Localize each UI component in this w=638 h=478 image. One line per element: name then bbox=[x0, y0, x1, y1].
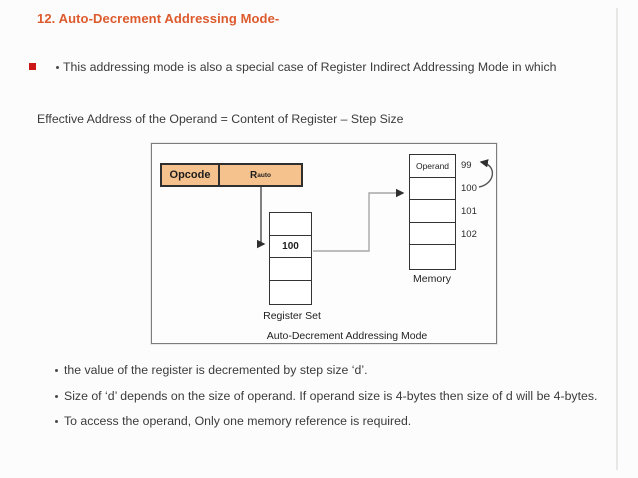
bullet-text: Size of ‘d’ depends on the size of opera… bbox=[64, 389, 598, 403]
arrow-register-to-memory bbox=[313, 188, 405, 252]
register-cell bbox=[270, 281, 311, 304]
memory-label: Memory bbox=[413, 273, 451, 285]
register-field-name: R bbox=[250, 169, 258, 181]
arrow-rauto-to-register bbox=[257, 187, 266, 249]
red-square-bullet-icon bbox=[29, 63, 36, 70]
memory-address-labels: 99 100 101 102 bbox=[461, 154, 495, 246]
intro-text: This addressing mode is also a special c… bbox=[63, 60, 557, 74]
page-title: 12. Auto-Decrement Addressing Mode- bbox=[37, 11, 280, 26]
memory-cell bbox=[410, 200, 455, 223]
memory-column: Operand bbox=[409, 154, 456, 270]
register-cell bbox=[270, 213, 311, 236]
bullet-text: the value of the register is decremented… bbox=[64, 363, 368, 377]
dot-bullet-icon bbox=[55, 395, 58, 398]
memory-cell-operand: Operand bbox=[410, 155, 455, 178]
diagram-caption: Auto-Decrement Addressing Mode bbox=[266, 330, 428, 342]
dot-bullet-icon bbox=[56, 66, 59, 69]
register-cell bbox=[270, 258, 311, 281]
effective-address-formula: Effective Address of the Operand = Conte… bbox=[37, 112, 404, 126]
address-label-100: 100 bbox=[461, 183, 477, 194]
register-cell-100: 100 bbox=[270, 236, 311, 258]
page-edge-line bbox=[616, 8, 618, 470]
memory-cell bbox=[410, 245, 455, 268]
register-set-label: Register Set bbox=[263, 310, 321, 322]
address-label-102: 102 bbox=[461, 229, 477, 240]
opcode-field: Opcode bbox=[162, 165, 220, 185]
dot-bullet-icon bbox=[55, 420, 58, 423]
dot-bullet-icon bbox=[55, 369, 58, 372]
register-set-column: 100 bbox=[269, 212, 312, 305]
address-label-101: 101 bbox=[461, 206, 477, 217]
connector-arrows bbox=[257, 159, 494, 252]
bullet-text: To access the operand, Only one memory r… bbox=[64, 414, 412, 428]
memory-cell bbox=[410, 223, 455, 246]
memory-cell bbox=[410, 178, 455, 201]
address-label-99: 99 bbox=[461, 160, 472, 171]
register-field-subscript: auto bbox=[257, 171, 271, 179]
arrow-decrement-curve bbox=[478, 159, 494, 188]
